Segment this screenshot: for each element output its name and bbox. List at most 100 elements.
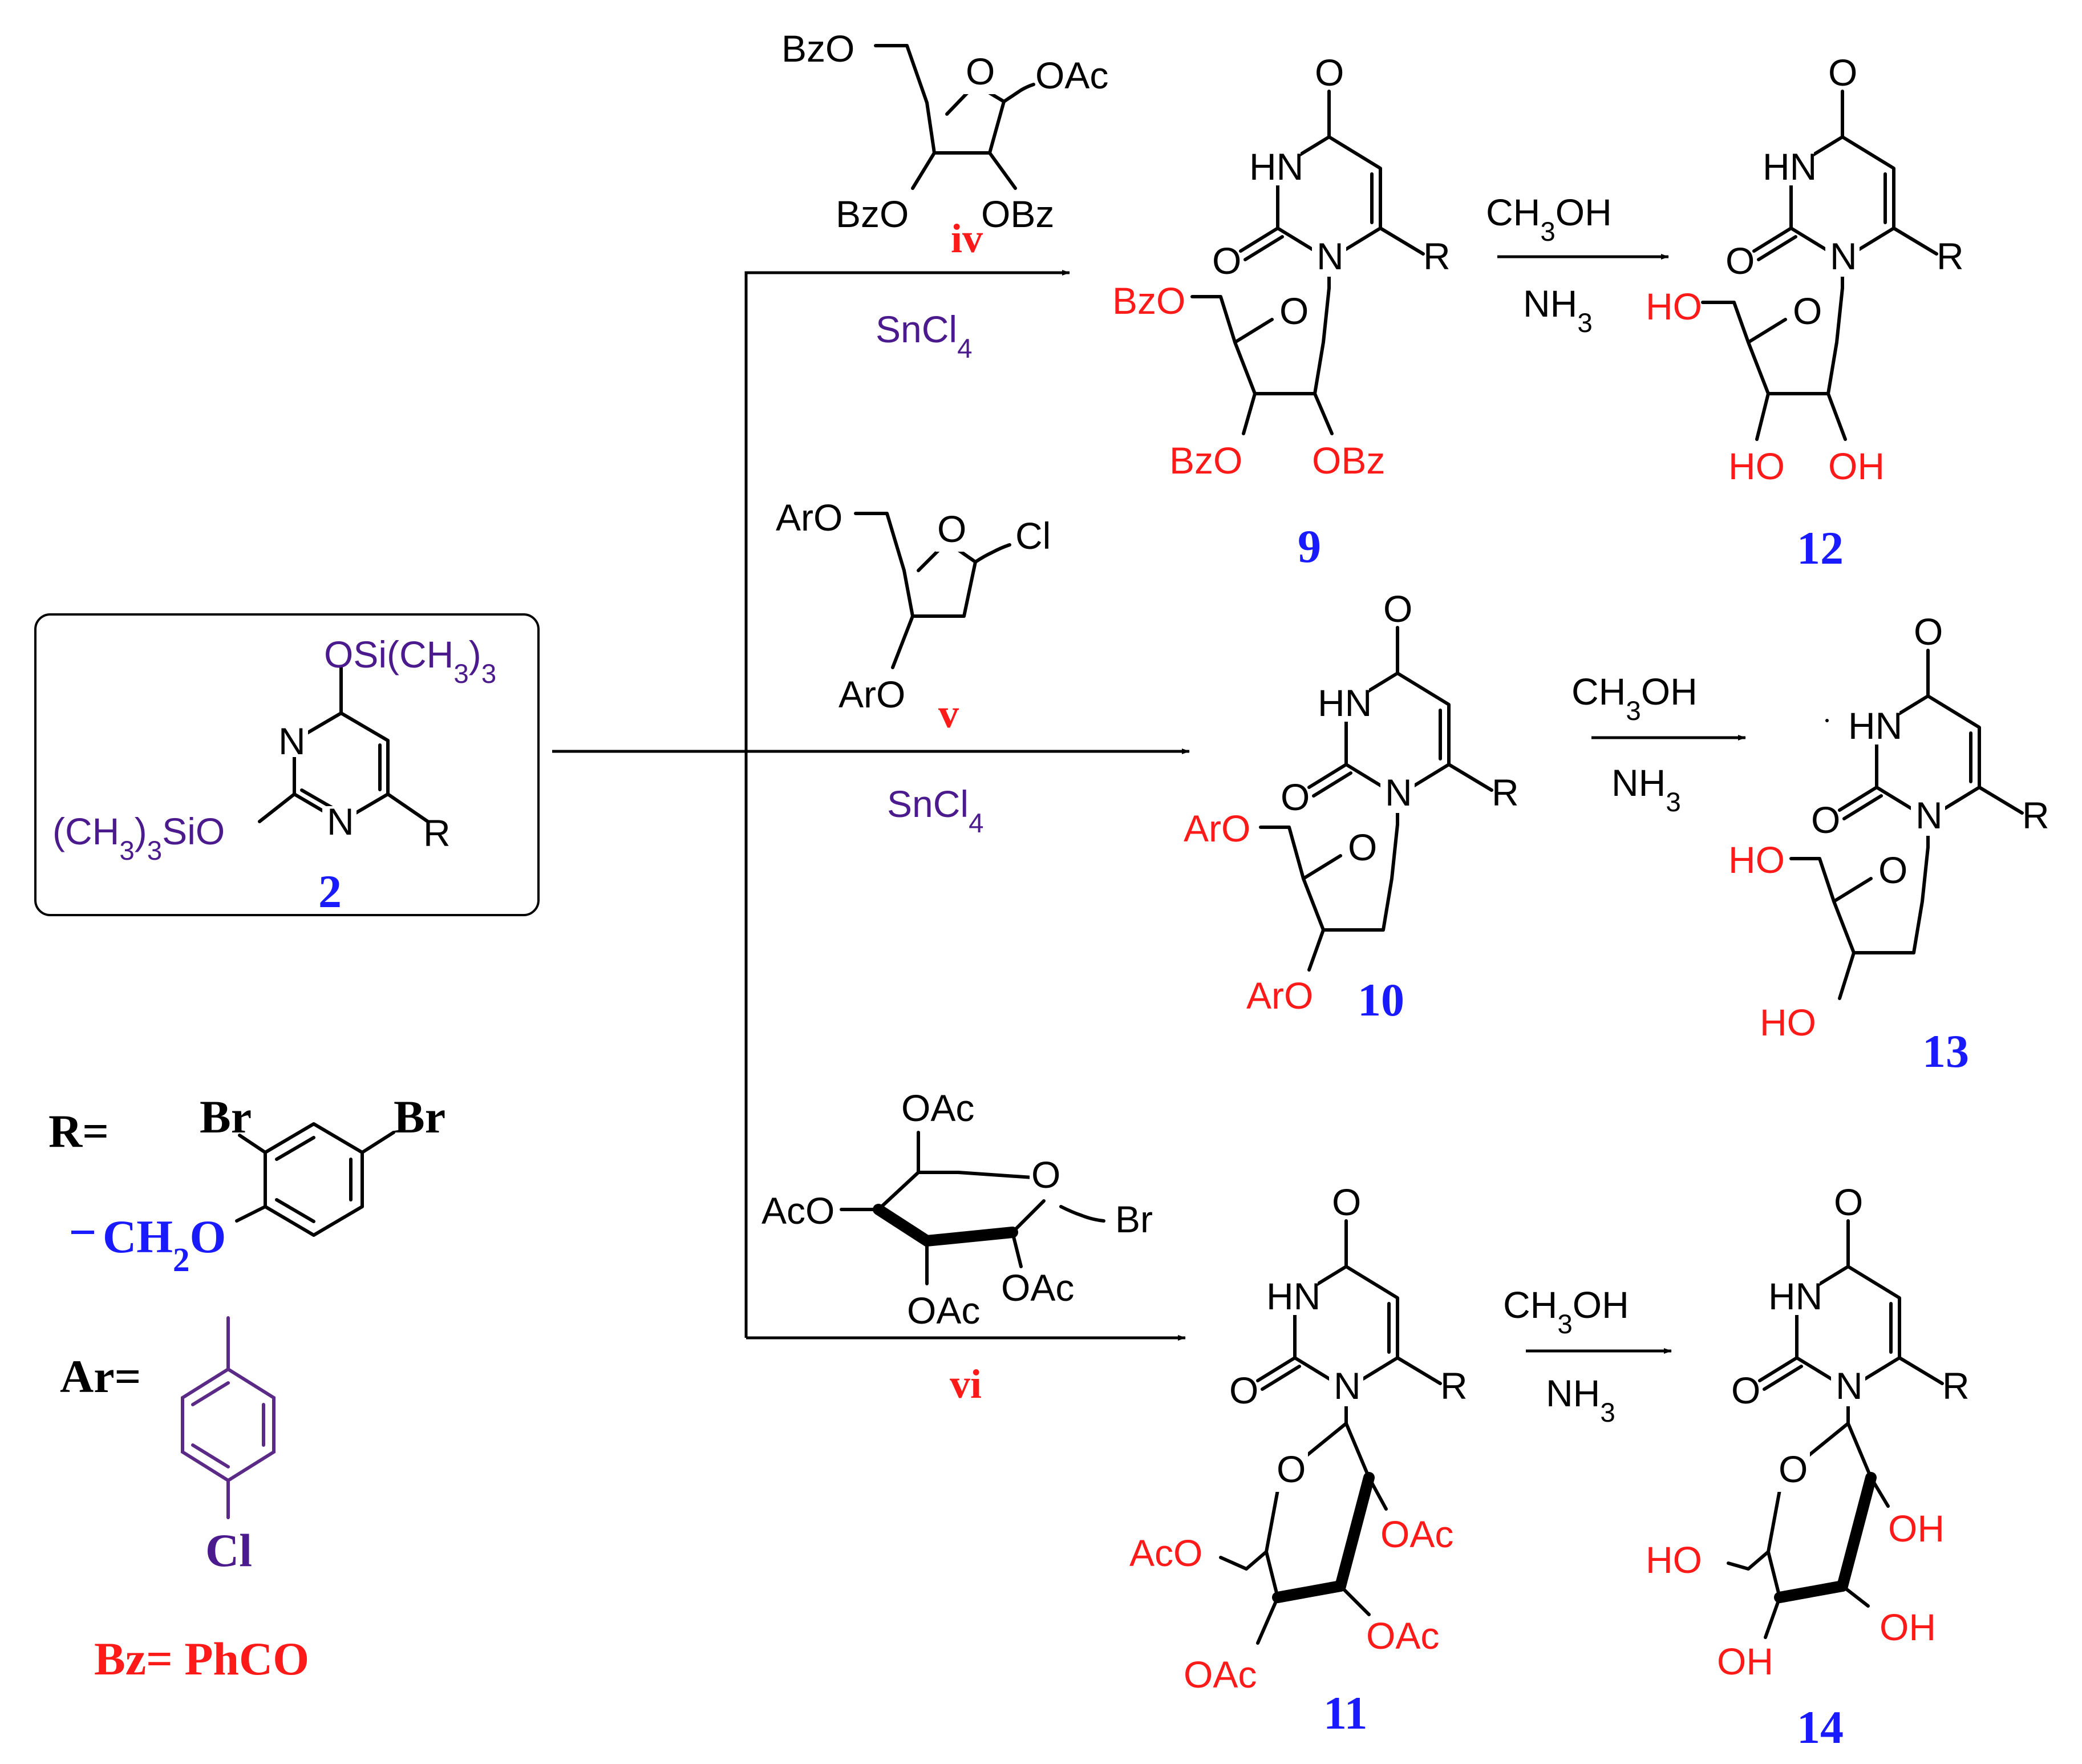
sugar-v-anomeric: Cl bbox=[1015, 515, 1051, 557]
compound-14-c4-o: O bbox=[1834, 1181, 1863, 1223]
compound-13-r: R bbox=[2022, 794, 2049, 836]
compound-12-r: R bbox=[1937, 235, 1964, 277]
sugar-iv: O BzO OAc BzO OBz iv bbox=[781, 27, 1108, 261]
sugar-v-tag: v bbox=[938, 691, 959, 737]
compound-13-ring-o: O bbox=[1878, 849, 1907, 891]
compound-10-label: 10 bbox=[1358, 974, 1404, 1026]
sugar-vi-ring-o: O bbox=[1031, 1154, 1060, 1196]
compound-10-c4-o: O bbox=[1383, 588, 1412, 630]
compound-2-n-bottom: N bbox=[327, 800, 354, 843]
sugar-vi-anomeric: Br bbox=[1115, 1198, 1153, 1240]
compound-14-label: 14 bbox=[1797, 1701, 1844, 1753]
branch-arrows bbox=[552, 270, 1190, 1341]
compound-11-o2: OAc bbox=[1380, 1513, 1453, 1555]
compound-13: O HN N O R O HO HO 13 bbox=[1728, 610, 2049, 1077]
sugar-iv-anomeric: OAc bbox=[1035, 54, 1108, 96]
sugar-iv-bottom-left: BzO bbox=[836, 193, 909, 235]
compound-11: O HN N O R O AcO OAc OAc OAc 11 bbox=[1129, 1181, 1468, 1739]
compound-14-c2-o: O bbox=[1731, 1369, 1760, 1411]
compound-10: O HN N O R O ArO ArO 10 bbox=[1184, 588, 1519, 1026]
sugar-vi: O OAc AcO Br OAc OAc bbox=[761, 1087, 1153, 1332]
compound-11-r: R bbox=[1440, 1365, 1468, 1407]
legend-r-br1: Br bbox=[200, 1091, 252, 1143]
legend-ar-cl: Cl bbox=[205, 1524, 252, 1576]
compound-14-nh: HN bbox=[1768, 1275, 1822, 1317]
compound-11-o4: OAc bbox=[1184, 1653, 1257, 1696]
compound-14-o6: HO bbox=[1646, 1539, 1702, 1581]
reagent-sncl4-mid: SnCl4 bbox=[887, 783, 984, 839]
compound-2-n-top: N bbox=[278, 720, 306, 762]
compound-9-n1: N bbox=[1317, 235, 1344, 277]
compound-12-c2-o: O bbox=[1725, 240, 1755, 282]
compound-9-label: 9 bbox=[1298, 520, 1321, 572]
legend-r-linker: CH2O bbox=[103, 1211, 226, 1279]
reagent-vi-tag: vi bbox=[950, 1361, 982, 1407]
compound-9-o5: BzO bbox=[1112, 280, 1185, 322]
compound-10-ring-o: O bbox=[1348, 826, 1377, 868]
legend-bz: Bz= PhCO bbox=[94, 1633, 309, 1685]
compound-13-nh: HN bbox=[1848, 705, 1902, 747]
deprotect-1-bottom: NH3 bbox=[1523, 282, 1593, 338]
compound-12: O HN N O R O HO HO OH 12 bbox=[1646, 51, 1964, 574]
compound-12-ring-o: O bbox=[1793, 290, 1822, 332]
legend-ar-label: Ar= bbox=[60, 1350, 141, 1402]
compound-14-r: R bbox=[1942, 1365, 1970, 1407]
sugar-vi-left: AcO bbox=[761, 1190, 835, 1232]
sugar-v-top: ArO bbox=[776, 496, 842, 539]
compound-14: O HN N O R O HO OH OH OH 14 bbox=[1646, 1181, 1970, 1753]
sugar-iv-bottom-right: OBz bbox=[981, 193, 1054, 235]
compound-11-c4-o: O bbox=[1332, 1181, 1361, 1223]
compound-13-c2-o: O bbox=[1811, 799, 1840, 841]
compound-9-nh: HN bbox=[1249, 145, 1303, 188]
deprotect-3-bottom: NH3 bbox=[1546, 1372, 1615, 1428]
compound-2-osi-left: (CH3)3SiO bbox=[52, 810, 225, 866]
compound-9-ring-o: O bbox=[1279, 290, 1309, 332]
compound-13-o3: HO bbox=[1760, 1001, 1816, 1043]
compound-2-label: 2 bbox=[318, 865, 342, 917]
sugar-iv-ring-o: O bbox=[966, 50, 995, 92]
compound-14-o2: OH bbox=[1888, 1507, 1945, 1549]
compound-12-label: 12 bbox=[1797, 522, 1844, 574]
compound-14-ring-o: O bbox=[1779, 1448, 1808, 1490]
compound-9-o2: OBz bbox=[1312, 439, 1385, 482]
compound-12-c4-o: O bbox=[1828, 51, 1857, 94]
legend-r-br2: Br bbox=[394, 1091, 445, 1143]
sugar-vi-bottom-left: OAc bbox=[907, 1289, 980, 1332]
compound-13-label: 13 bbox=[1922, 1025, 1969, 1077]
compound-9-o3: BzO bbox=[1169, 439, 1242, 482]
compound-13-c4-o: O bbox=[1914, 610, 1943, 653]
compound-2-r: R bbox=[423, 812, 451, 854]
compound-11-nh: HN bbox=[1266, 1275, 1321, 1317]
compound-11-o3: OAc bbox=[1366, 1615, 1439, 1657]
compound-10-nh: HN bbox=[1318, 682, 1372, 724]
compound-12-o2: OH bbox=[1828, 445, 1885, 487]
sugar-vi-bottom-right: OAc bbox=[1001, 1267, 1074, 1309]
deprotection-step-2: CH3OH NH3 bbox=[1571, 670, 1829, 818]
compound-13-n1: N bbox=[1915, 794, 1943, 836]
deprotection-step-3: CH3OH NH3 bbox=[1503, 1284, 1672, 1428]
compound-12-n1: N bbox=[1830, 235, 1857, 277]
compound-12-nh: HN bbox=[1763, 145, 1817, 188]
compound-11-c2-o: O bbox=[1229, 1369, 1258, 1411]
sugar-iv-tag: iv bbox=[951, 216, 983, 261]
sugar-v: O ArO Cl ArO v bbox=[776, 496, 1051, 737]
compound-2-osi-top: OSi(CH3)3 bbox=[324, 633, 496, 689]
compound-2-box: N N OSi(CH3)3 (CH3)3SiO R 2 bbox=[34, 613, 540, 917]
deprotection-step-1: CH3OH NH3 bbox=[1486, 191, 1669, 338]
sugar-iv-top: BzO bbox=[781, 27, 854, 70]
reagent-sncl4-top: SnCl4 bbox=[876, 308, 973, 364]
compound-11-ring-o: O bbox=[1277, 1448, 1306, 1490]
compound-10-o5: ArO bbox=[1184, 807, 1250, 849]
deprotect-2-top: CH3OH bbox=[1571, 670, 1698, 726]
sugar-vi-top: OAc bbox=[901, 1087, 974, 1129]
compound-12-o3: HO bbox=[1728, 445, 1785, 487]
sugar-v-ring-o: O bbox=[937, 508, 966, 550]
compound-10-n1: N bbox=[1385, 771, 1412, 814]
compound-12-o5: HO bbox=[1646, 285, 1702, 327]
compound-11-n1: N bbox=[1334, 1365, 1361, 1407]
compound-10-r: R bbox=[1492, 771, 1519, 814]
compound-9-c2-o: O bbox=[1212, 240, 1241, 282]
deprotect-2-bottom: NH3 bbox=[1611, 762, 1681, 818]
compound-9-c4-o: O bbox=[1315, 51, 1344, 94]
